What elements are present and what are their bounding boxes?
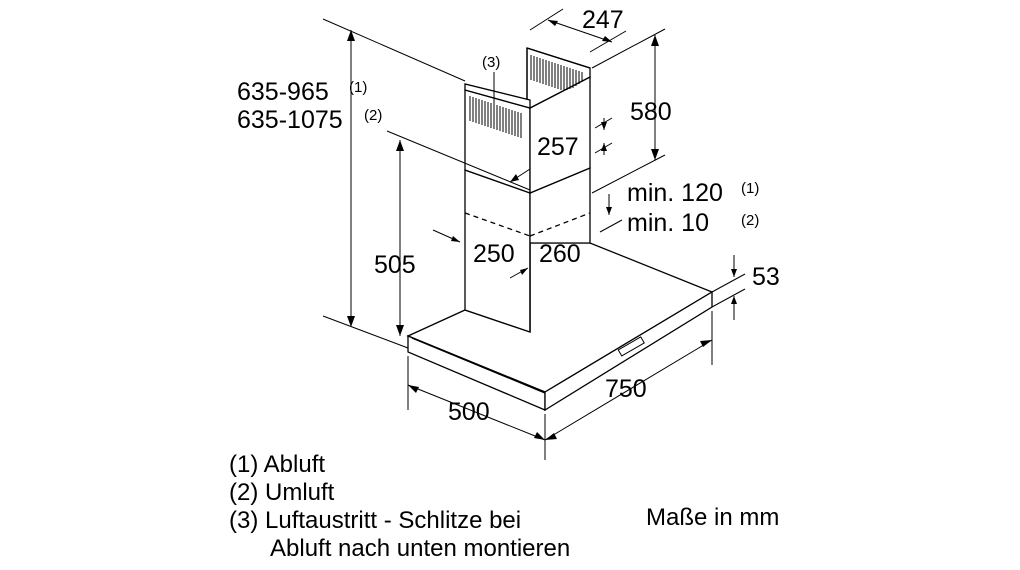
dim-duct-width: 250 — [473, 240, 515, 268]
dim-total-range-1-note: (1) — [349, 79, 367, 96]
dim-canopy-height: 505 — [374, 251, 416, 279]
dim-min-gap-2-note: (2) — [741, 212, 759, 229]
dim-total-range-1: 635-965 — [237, 78, 329, 106]
dim-canopy-thickness: 53 — [752, 263, 780, 291]
dim-min-gap-2: min. 10 — [627, 209, 709, 237]
dim-min-gap-1-note: (1) — [741, 180, 759, 197]
dim-duct-depth: 260 — [539, 240, 581, 268]
callout-3: (3) — [482, 54, 500, 71]
dim-chimney-depth: 247 — [582, 6, 624, 34]
legend-item-1: (1) Abluft — [229, 451, 325, 478]
units-note: Maße in mm — [646, 504, 779, 531]
legend-item-3-continued: Abluft nach unten montieren — [270, 535, 570, 562]
dim-depth: 750 — [605, 375, 647, 403]
dim-chimney-height: 580 — [630, 98, 672, 126]
dimension-labels: 247 580 257 (3) 635-965 (1) 635-1075 (2)… — [237, 6, 780, 426]
canopy — [406, 242, 714, 412]
legend: (1) Abluft (2) Umluft (3) Luftaustritt -… — [229, 451, 779, 562]
control-panel — [617, 336, 645, 357]
air-outlet-slots-left — [469, 96, 522, 138]
dimension-lines — [322, 8, 746, 460]
dim-width: 500 — [448, 398, 490, 426]
dim-min-gap-1: min. 120 — [627, 179, 723, 207]
legend-item-2: (2) Umluft — [229, 479, 335, 506]
dim-chimney-inner: 257 — [537, 133, 579, 161]
air-outlet-slots-top — [530, 55, 583, 91]
dim-total-range-2-note: (2) — [364, 107, 382, 124]
dim-total-range-2: 635-1075 — [237, 106, 343, 134]
legend-item-3: (3) Luftaustritt - Schlitze bei — [229, 507, 521, 534]
